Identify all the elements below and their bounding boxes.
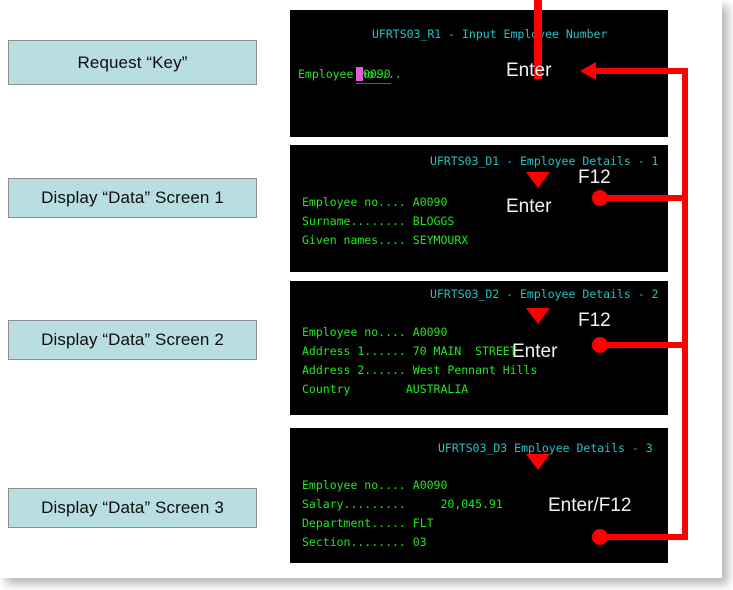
caption-display-screen-2: Display “Data” Screen 2 [8, 320, 257, 360]
terminal-text-line: Given names.... SEYMOURX [302, 233, 469, 247]
enter-f12-label: Enter/F12 [548, 495, 632, 516]
employee-number-input[interactable]: A0090 [356, 66, 391, 84]
enter-label-3: Enter [512, 341, 558, 362]
caption-display-screen-3: Display “Data” Screen 3 [8, 488, 257, 528]
caption-request-key: Request “Key” [8, 40, 257, 85]
terminal-text-line: Country AUSTRALIA [302, 382, 469, 396]
terminal-text-line: Employee no.... A0090 [302, 325, 448, 339]
caption-label: Request “Key” [77, 52, 188, 72]
return-trunk-line [682, 71, 688, 537]
terminal-text-line: Employee no.... A0090 [302, 195, 448, 209]
terminal-text-line: Surname........ BLOGGS [302, 214, 455, 228]
terminal-text-line: Salary......... 20,045.91 [302, 497, 503, 511]
terminal-text-line: Employee no.... [298, 67, 402, 81]
slide-canvas: Request “Key” Display “Data” Screen 1 Disp… [8, 0, 688, 563]
caption-label: Display “Data” Screen 2 [41, 330, 224, 349]
caption-display-screen-1: Display “Data” Screen 1 [8, 178, 257, 218]
enter-label-1: Enter [506, 60, 552, 81]
f12-label-2: F12 [578, 310, 611, 331]
terminal-text-line: Section........ 03 [302, 535, 427, 549]
caption-label: Display “Data” Screen 3 [41, 498, 224, 517]
terminal-text-line: Address 2...... West Pennant Hills [302, 363, 538, 377]
terminal-employee-details-2[interactable]: UFRTS03_D2 - Employee Details - 2 Employe… [290, 281, 668, 415]
terminal-text-line: Employee no.... A0090 [302, 478, 448, 492]
terminal-title: UFRTS03_R1 - Input Employee Number [372, 27, 608, 41]
terminal-title: UFRTS03_D1 - Employee Details - 1 [430, 154, 659, 168]
enter-label-2: Enter [506, 196, 552, 217]
f12-label-1: F12 [578, 167, 611, 188]
terminal-title: UFRTS03_D3 Employee Details - 3 [438, 441, 653, 455]
terminal-employee-details-1[interactable]: UFRTS03_D1 - Employee Details - 1 Employe… [290, 145, 668, 272]
text-cursor: A [356, 67, 363, 81]
employee-number-value: 0090 [362, 67, 391, 81]
terminal-text-line: Address 1...... 70 MAIN STREET [302, 344, 517, 358]
caption-label: Display “Data” Screen 1 [41, 188, 224, 207]
terminal-title: UFRTS03_D2 - Employee Details - 2 [430, 287, 659, 301]
terminal-text-line: Department..... FLT [302, 516, 434, 530]
